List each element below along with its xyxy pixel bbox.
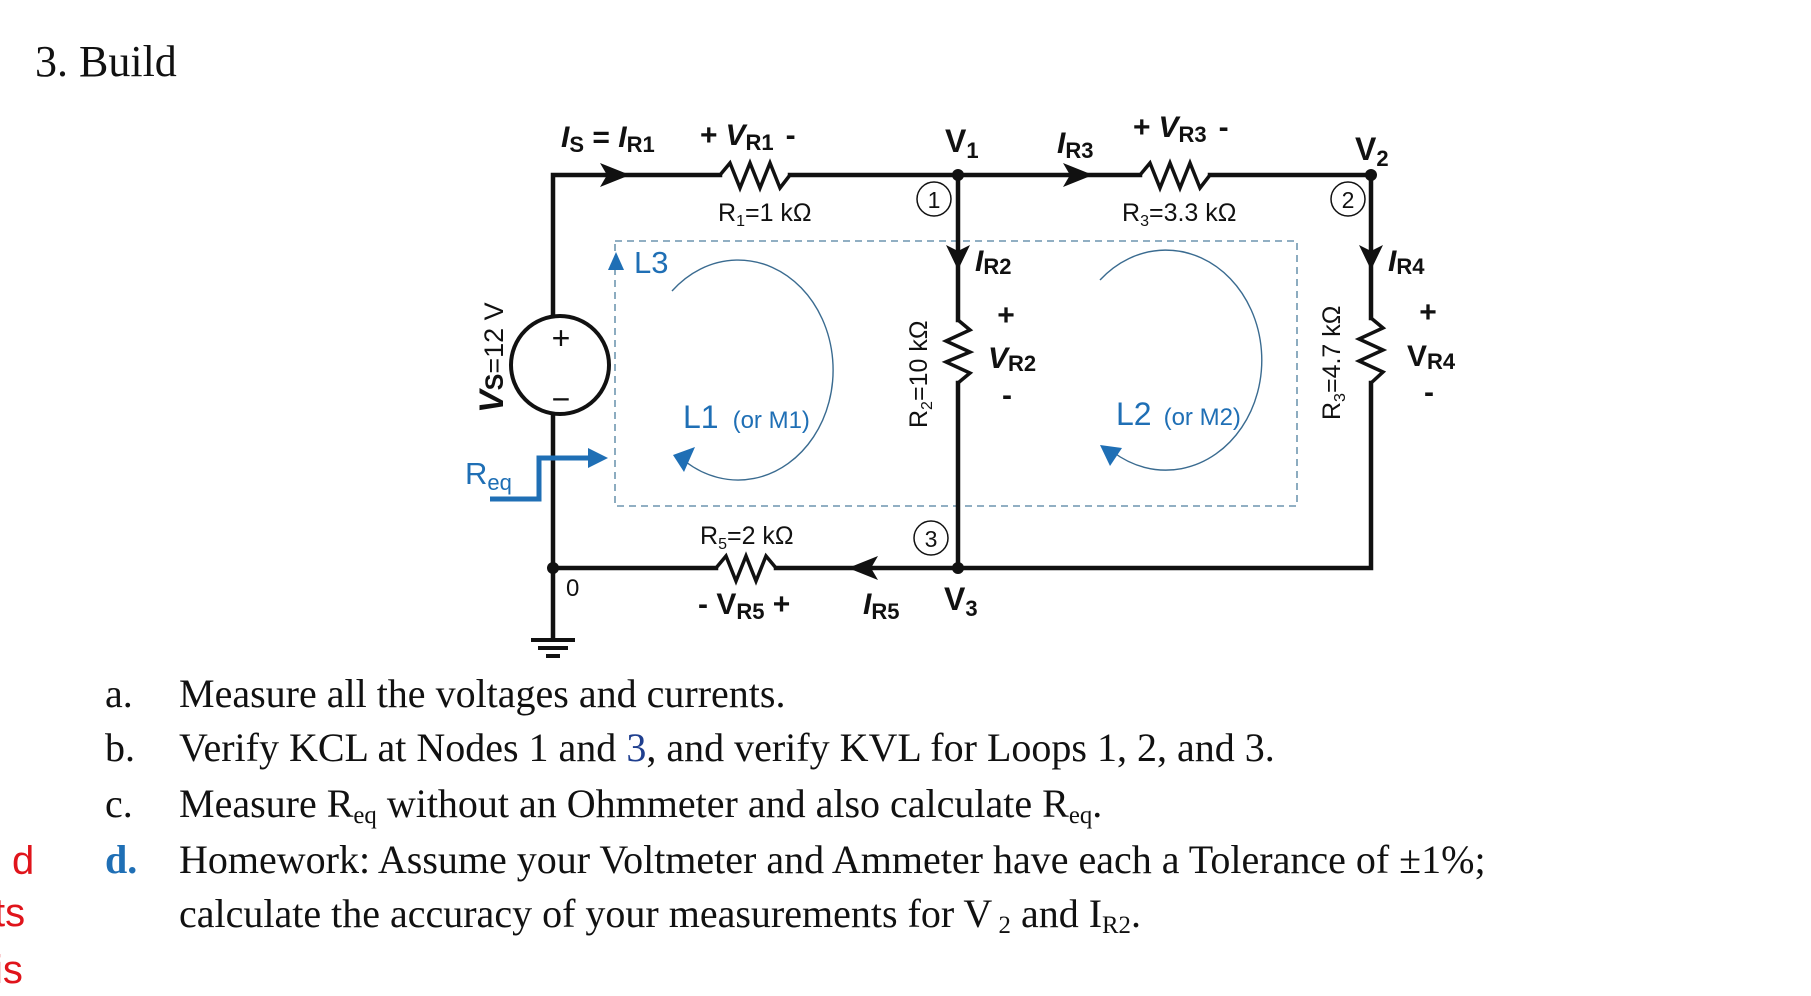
resistor-r2 [941,318,975,385]
loop1-arrowhead-icon [673,447,695,472]
ir2-label: IR2 [975,245,1011,279]
task-text: Verify KCL at Nodes 1 and 3, and verify … [179,725,1275,770]
l3-label: L3 [634,245,668,280]
margin-fragment-2: ts [0,891,26,935]
arrow-ir3-icon [1063,163,1093,187]
voltage-source: + − [509,314,611,417]
junction-v2 [1365,169,1377,181]
junction-ground [547,562,559,574]
svg-text:VS=12 V: VS=12 V [473,302,511,413]
junction-v3 [952,562,964,574]
vr4-plus: + [1419,296,1437,329]
ir3-label: IR3 [1057,127,1093,163]
section-heading: 3. Build [35,37,177,86]
wire-left-top [550,172,723,320]
margin-fragment-1: d [12,839,35,883]
l3-arrow-icon [608,252,624,270]
resistor-r5 [714,551,778,586]
arrow-ir5-icon [848,556,878,580]
resistor-r3 [1138,158,1212,193]
resistors [714,158,1388,586]
arrow-ir2-icon [946,245,970,270]
req-arrow-icon [490,455,590,502]
node-3-label: 3 [925,526,938,552]
r3-value-label: R3=3.3 kΩ [1122,199,1236,230]
node-2-label: 2 [1342,187,1355,213]
task-letter: d. [105,837,138,882]
loop1-arc-icon [671,259,834,481]
svg-text:R2=10 kΩ: R2=10 kΩ [905,320,936,428]
arrow-is-icon [600,163,630,187]
vr2-plus: + [997,299,1015,332]
r1-value-label: R1=1 kΩ [718,199,812,230]
task-text-line2: calculate the accuracy of your measureme… [179,891,1141,940]
loop2-label: L2(or M2) [1116,396,1241,432]
vr3-label: +VR3- [1133,111,1229,147]
r5-value-label: R5=2 kΩ [700,522,794,553]
wire-right-bottom [955,380,1374,571]
source-minus: − [552,381,571,417]
node-markers: 1 2 3 [913,181,1366,556]
junction-dots [547,169,1377,574]
task-text-line1: Homework: Assume your Voltmeter and Amme… [179,837,1486,882]
vr5-label: - VR5 + [698,588,790,624]
node-1-label: 1 [928,187,941,213]
req-label: Req [465,456,512,495]
ir5-label: IR5 [863,588,899,624]
loop2-arrowhead-icon [1100,445,1122,466]
ir4-label: IR4 [1388,245,1425,279]
task-text: Measure all the voltages and currents. [179,671,786,716]
loop2-arc-icon [1099,249,1263,471]
v2-label: V2 [1355,131,1389,171]
r2-value-label: R2=10 kΩ [905,320,936,428]
vr2-minus: - [1002,379,1012,412]
vr4-label: VR4 [1407,340,1456,374]
circuit-diagram: 1 2 3 + − VS=12 V 0 IS = IR1 +VR1- R1=1 … [465,111,1456,658]
vr2-label: VR2 [988,342,1036,376]
task-letter: c. [105,781,133,826]
vr4-minus: - [1424,376,1434,409]
svg-text:R3=4.7 kΩ: R3=4.7 kΩ [1318,306,1349,420]
resistor-r4 [1354,316,1388,385]
task-text: Measure Req without an Ohmmeter and also… [179,781,1103,830]
is-equals-ir1-label: IS = IR1 [561,121,655,157]
loop1-label: L1(or M1) [683,399,810,435]
source-label: VS=12 V [473,302,511,413]
req-arrowhead-icon [588,448,608,468]
v3-label: V3 [944,581,978,621]
ground-node-label: 0 [566,575,579,602]
v1-label: V1 [945,123,979,163]
resistor-r1 [718,158,792,193]
current-arrows [600,163,1383,580]
r4-value-label: R3=4.7 kΩ [1318,306,1349,420]
task-letter: b. [105,725,135,770]
source-plus: + [552,320,571,356]
junction-v1 [952,169,964,181]
task-letter: a. [105,671,133,716]
ground-icon [531,638,575,658]
margin-fragment-3: is [0,948,23,992]
vr1-label: +VR1- [700,119,796,155]
wire-bottom-left [550,410,719,571]
arrow-ir4-icon [1359,245,1383,270]
